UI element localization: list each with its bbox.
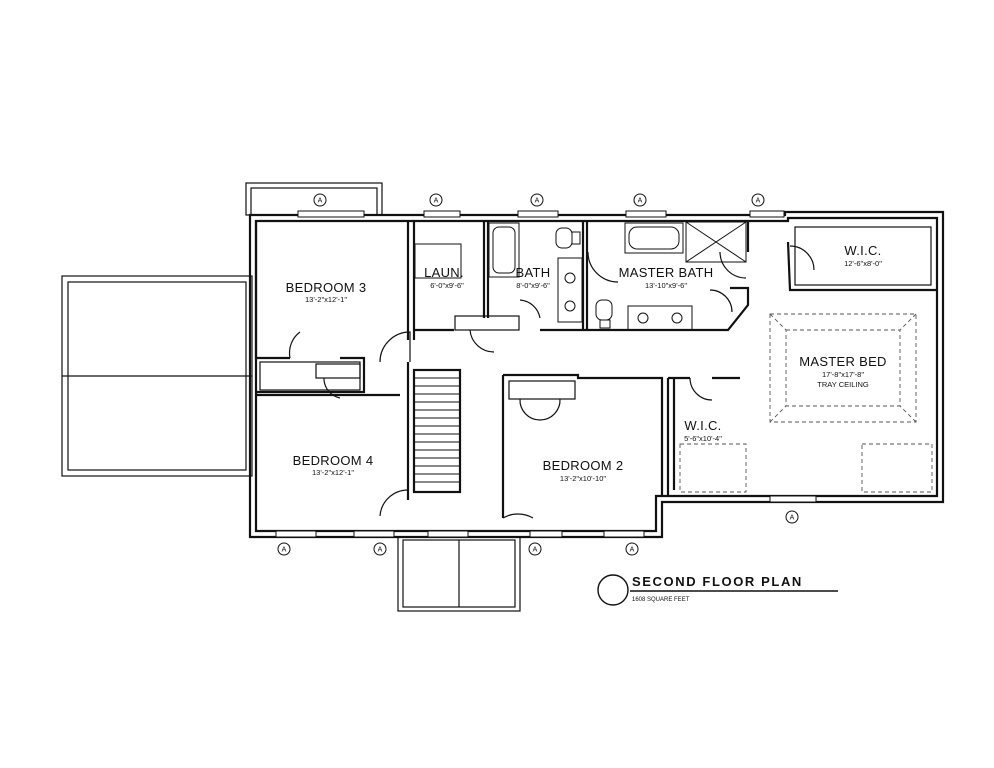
window-marker: A	[313, 193, 327, 207]
door-swings	[288, 245, 815, 519]
bath-fixtures	[414, 221, 747, 331]
svg-text:A: A	[282, 547, 287, 554]
room-name-bedroom-4: BEDROOM 4	[293, 453, 374, 468]
window-marker: A	[785, 510, 799, 524]
room-name-master-bath: MASTER BATH	[619, 265, 714, 280]
svg-text:A: A	[378, 547, 383, 554]
title-block: SECOND FLOOR PLAN 1608 SQUARE FEET	[597, 574, 838, 606]
plan-area: 1608 SQUARE FEET	[632, 597, 690, 603]
room-dims-master-bath: 13'-10"x9'-6"	[645, 281, 687, 290]
interior-walls	[254, 221, 937, 518]
room-name-wic-upper: W.I.C.	[844, 243, 881, 258]
svg-text:A: A	[533, 547, 538, 554]
windows	[275, 210, 817, 538]
room-dims-wic-upper: 12'-6"x8'-0"	[844, 259, 882, 268]
svg-text:A: A	[318, 198, 323, 205]
staircase	[414, 377, 460, 483]
garage-roof	[61, 275, 253, 477]
window-marker: A	[625, 542, 639, 556]
svg-text:A: A	[790, 515, 795, 522]
porch-roof	[397, 536, 521, 612]
room-note-tray-ceiling: TRAY CEILING	[817, 380, 869, 389]
room-name-bath: BATH	[516, 265, 551, 280]
closets	[259, 361, 933, 493]
svg-text:A: A	[434, 198, 439, 205]
room-dims-master-bed: 17'-8"x17'-8"	[822, 370, 864, 379]
tray-ceiling	[769, 313, 917, 423]
svg-text:A: A	[756, 198, 761, 205]
window-markers: A A A A A A A A A A	[277, 193, 799, 556]
window-marker: A	[530, 193, 544, 207]
window-marker: A	[277, 542, 291, 556]
room-name-laundry: LAUN.	[424, 265, 464, 280]
room-name-bedroom-2: BEDROOM 2	[543, 458, 624, 473]
svg-text:A: A	[638, 198, 643, 205]
room-name-master-bed: MASTER BED	[799, 354, 887, 369]
svg-text:A: A	[630, 547, 635, 554]
plan-title: SECOND FLOOR PLAN	[632, 574, 803, 589]
room-labels: BEDROOM 3 13'-2"x12'-1" LAUN. 6'-0"x9'-6…	[286, 243, 887, 483]
room-name-wic-lower: W.I.C.	[684, 418, 721, 433]
room-dims-bedroom-2: 13'-2"x10'-10"	[560, 474, 606, 483]
window-marker: A	[528, 542, 542, 556]
room-dims-laundry: 6'-0"x9'-6"	[430, 281, 464, 290]
room-dims-bedroom-4: 13'-2"x12'-1"	[312, 468, 354, 477]
window-marker: A	[429, 193, 443, 207]
room-dims-bath: 8'-0"x9'-6"	[516, 281, 550, 290]
window-marker: A	[633, 193, 647, 207]
room-name-bedroom-3: BEDROOM 3	[286, 280, 367, 295]
title-circle	[597, 574, 629, 606]
room-dims-wic-lower: 5'-6"x10'-4"	[684, 434, 722, 443]
window-marker: A	[373, 542, 387, 556]
window-marker: A	[751, 193, 765, 207]
room-dims-bedroom-3: 13'-2"x12'-1"	[305, 295, 347, 304]
svg-text:A: A	[535, 198, 540, 205]
